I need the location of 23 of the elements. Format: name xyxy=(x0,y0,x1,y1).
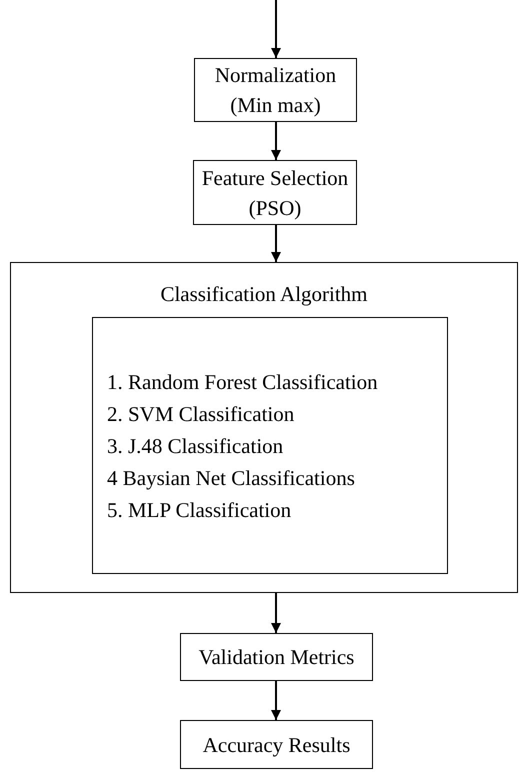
box-title: Normalization xyxy=(214,62,336,89)
process-box xyxy=(193,160,357,225)
list-item: 4 Baysian Net Classifications xyxy=(107,464,355,492)
box-title: Accuracy Results xyxy=(202,732,350,758)
arrow xyxy=(271,122,281,160)
list-item: 2. SVM Classification xyxy=(107,400,294,428)
list-item: 5. MLP Classification xyxy=(107,496,292,524)
group-box xyxy=(10,262,518,593)
arrow xyxy=(271,681,281,720)
process-box xyxy=(180,720,373,769)
box-title: Validation Metrics xyxy=(198,644,354,671)
box-title: Feature Selection xyxy=(202,164,348,192)
arrow xyxy=(271,593,281,633)
list-item: 1. Random Forest Classification xyxy=(107,368,378,396)
process-box xyxy=(180,633,373,681)
box-subtitle: (Min max) xyxy=(230,92,321,119)
process-box xyxy=(194,58,357,122)
list-item: 3. J.48 Classification xyxy=(107,432,284,460)
arrow xyxy=(271,0,281,58)
arrow xyxy=(271,225,281,262)
list-box xyxy=(92,317,448,574)
box-title: Classification Algorithm xyxy=(160,281,368,308)
box-subtitle: (PSO) xyxy=(248,194,302,222)
